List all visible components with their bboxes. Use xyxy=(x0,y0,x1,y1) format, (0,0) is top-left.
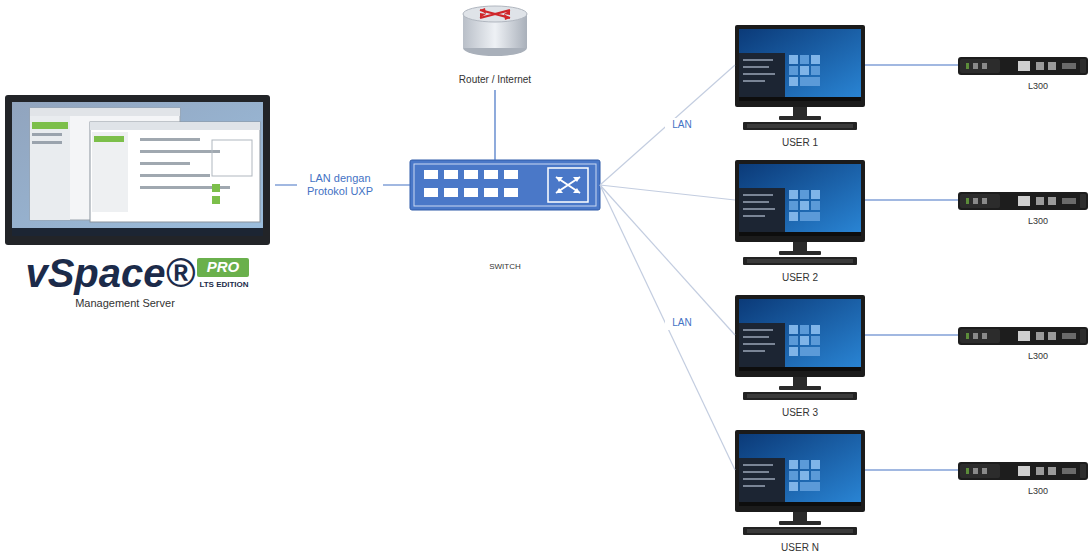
product-logo: vSpace® xyxy=(15,253,195,293)
node-label: L300 xyxy=(998,351,1078,361)
node-label: Router / Internet xyxy=(440,74,550,86)
thin-client: L300 xyxy=(958,190,1088,228)
thin-client: L300 xyxy=(958,460,1088,498)
node-label: L300 xyxy=(998,81,1078,91)
thin-client: L300 xyxy=(958,55,1088,93)
lan-cable xyxy=(494,90,495,160)
edge-label: LAN xyxy=(665,316,699,330)
switch-icon xyxy=(410,160,600,210)
management-server: vSpace®PRO LTS EDITION Management Server xyxy=(5,95,275,317)
edge-label: LAN dengan Protokol UXP xyxy=(297,171,383,199)
user-workstation: USER 2 xyxy=(735,160,865,286)
lan-cable xyxy=(600,185,735,200)
network-switch: SWITCH xyxy=(410,160,600,275)
thin-client-devices xyxy=(958,57,1088,480)
user-monitors xyxy=(735,25,865,535)
lan-cable xyxy=(865,334,958,335)
user-workstation: USER 1 xyxy=(735,25,865,151)
router-icon xyxy=(463,6,527,56)
node-label: USER N xyxy=(735,542,865,554)
node-label: USER 3 xyxy=(735,407,865,419)
node-label: L300 xyxy=(998,216,1078,226)
lan-cable xyxy=(600,65,735,185)
lan-cable xyxy=(865,64,958,65)
node-label: Management Server xyxy=(25,297,225,310)
lan-cable xyxy=(865,199,958,200)
router: Router / Internet xyxy=(440,6,550,90)
server-monitor xyxy=(5,95,270,245)
node-label: L300 xyxy=(998,486,1078,496)
node-label: USER 1 xyxy=(735,137,865,149)
lan-cable xyxy=(600,185,735,335)
lan-cable xyxy=(865,469,958,470)
user-workstation: USER 3 xyxy=(735,295,865,421)
edge-label: LAN xyxy=(665,118,699,132)
node-label: USER 2 xyxy=(735,272,865,284)
user-workstation: USER N xyxy=(735,430,865,554)
node-label: SWITCH xyxy=(410,262,600,271)
thin-client: L300 xyxy=(958,325,1088,363)
logo-badge: PRO xyxy=(197,258,249,277)
lan-cable xyxy=(600,185,735,470)
logo-edition: LTS EDITION xyxy=(193,280,255,289)
